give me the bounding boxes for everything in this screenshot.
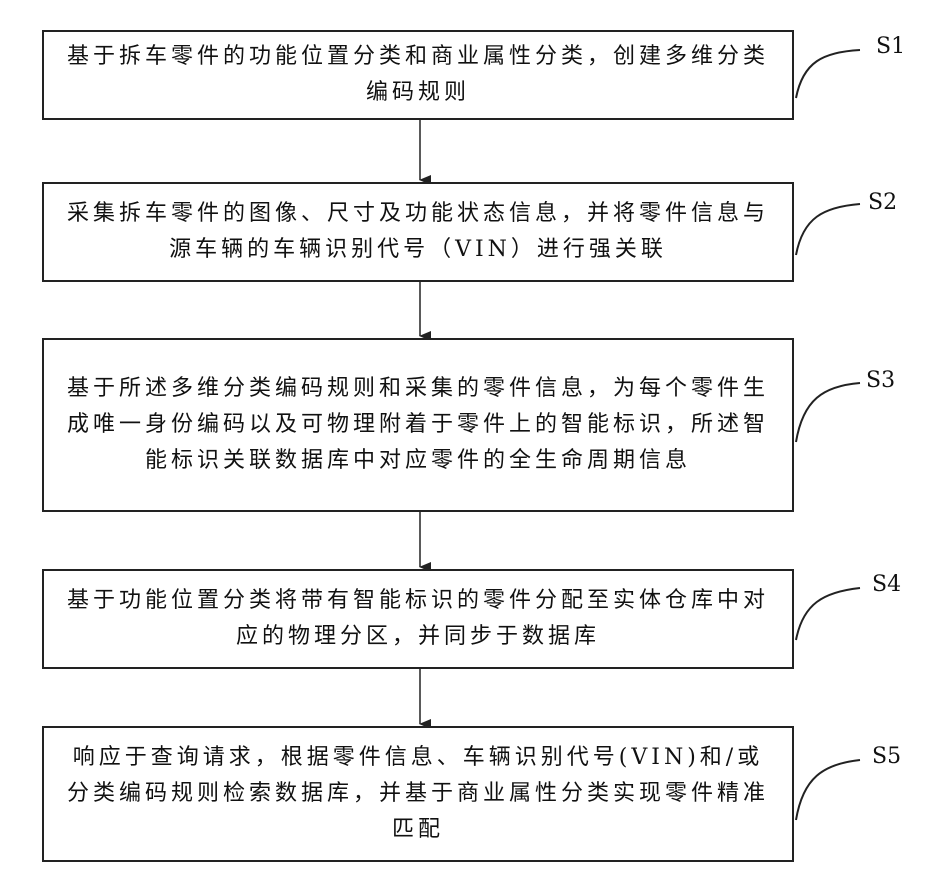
step-label-s4: S4 [872,572,901,597]
leader-curve-s4 [796,588,860,640]
step-text-s1: 基于拆车零件的功能位置分类和商业属性分类，创建多维分类编码规则 [62,39,774,111]
step-label-s1: S1 [876,34,905,59]
step-text-s2: 采集拆车零件的图像、尺寸及功能状态信息，并将零件信息与源车辆的车辆识别代号（VI… [62,196,774,268]
leader-curve-s5 [796,760,860,820]
step-label-s3: S3 [866,368,895,393]
step-label-s5: S5 [872,744,901,769]
step-box-s1: 基于拆车零件的功能位置分类和商业属性分类，创建多维分类编码规则 [42,30,794,120]
step-box-s2: 采集拆车零件的图像、尺寸及功能状态信息，并将零件信息与源车辆的车辆识别代号（VI… [42,182,794,282]
step-text-s4: 基于功能位置分类将带有智能标识的零件分配至实体仓库中对应的物理分区，并同步于数据… [62,583,774,655]
step-text-s3: 基于所述多维分类编码规则和采集的零件信息，为每个零件生成唯一身份编码以及可物理附… [62,371,774,479]
leader-curve-s2 [796,204,860,255]
leader-curve-s3 [796,383,860,442]
step-box-s3: 基于所述多维分类编码规则和采集的零件信息，为每个零件生成唯一身份编码以及可物理附… [42,338,794,512]
step-text-s5: 响应于查询请求，根据零件信息、车辆识别代号(VIN)和/或分类编码规则检索数据库… [62,740,774,848]
step-label-s2: S2 [868,190,897,215]
step-box-s4: 基于功能位置分类将带有智能标识的零件分配至实体仓库中对应的物理分区，并同步于数据… [42,569,794,669]
leader-curve-s1 [796,50,860,98]
step-box-s5: 响应于查询请求，根据零件信息、车辆识别代号(VIN)和/或分类编码规则检索数据库… [42,726,794,862]
